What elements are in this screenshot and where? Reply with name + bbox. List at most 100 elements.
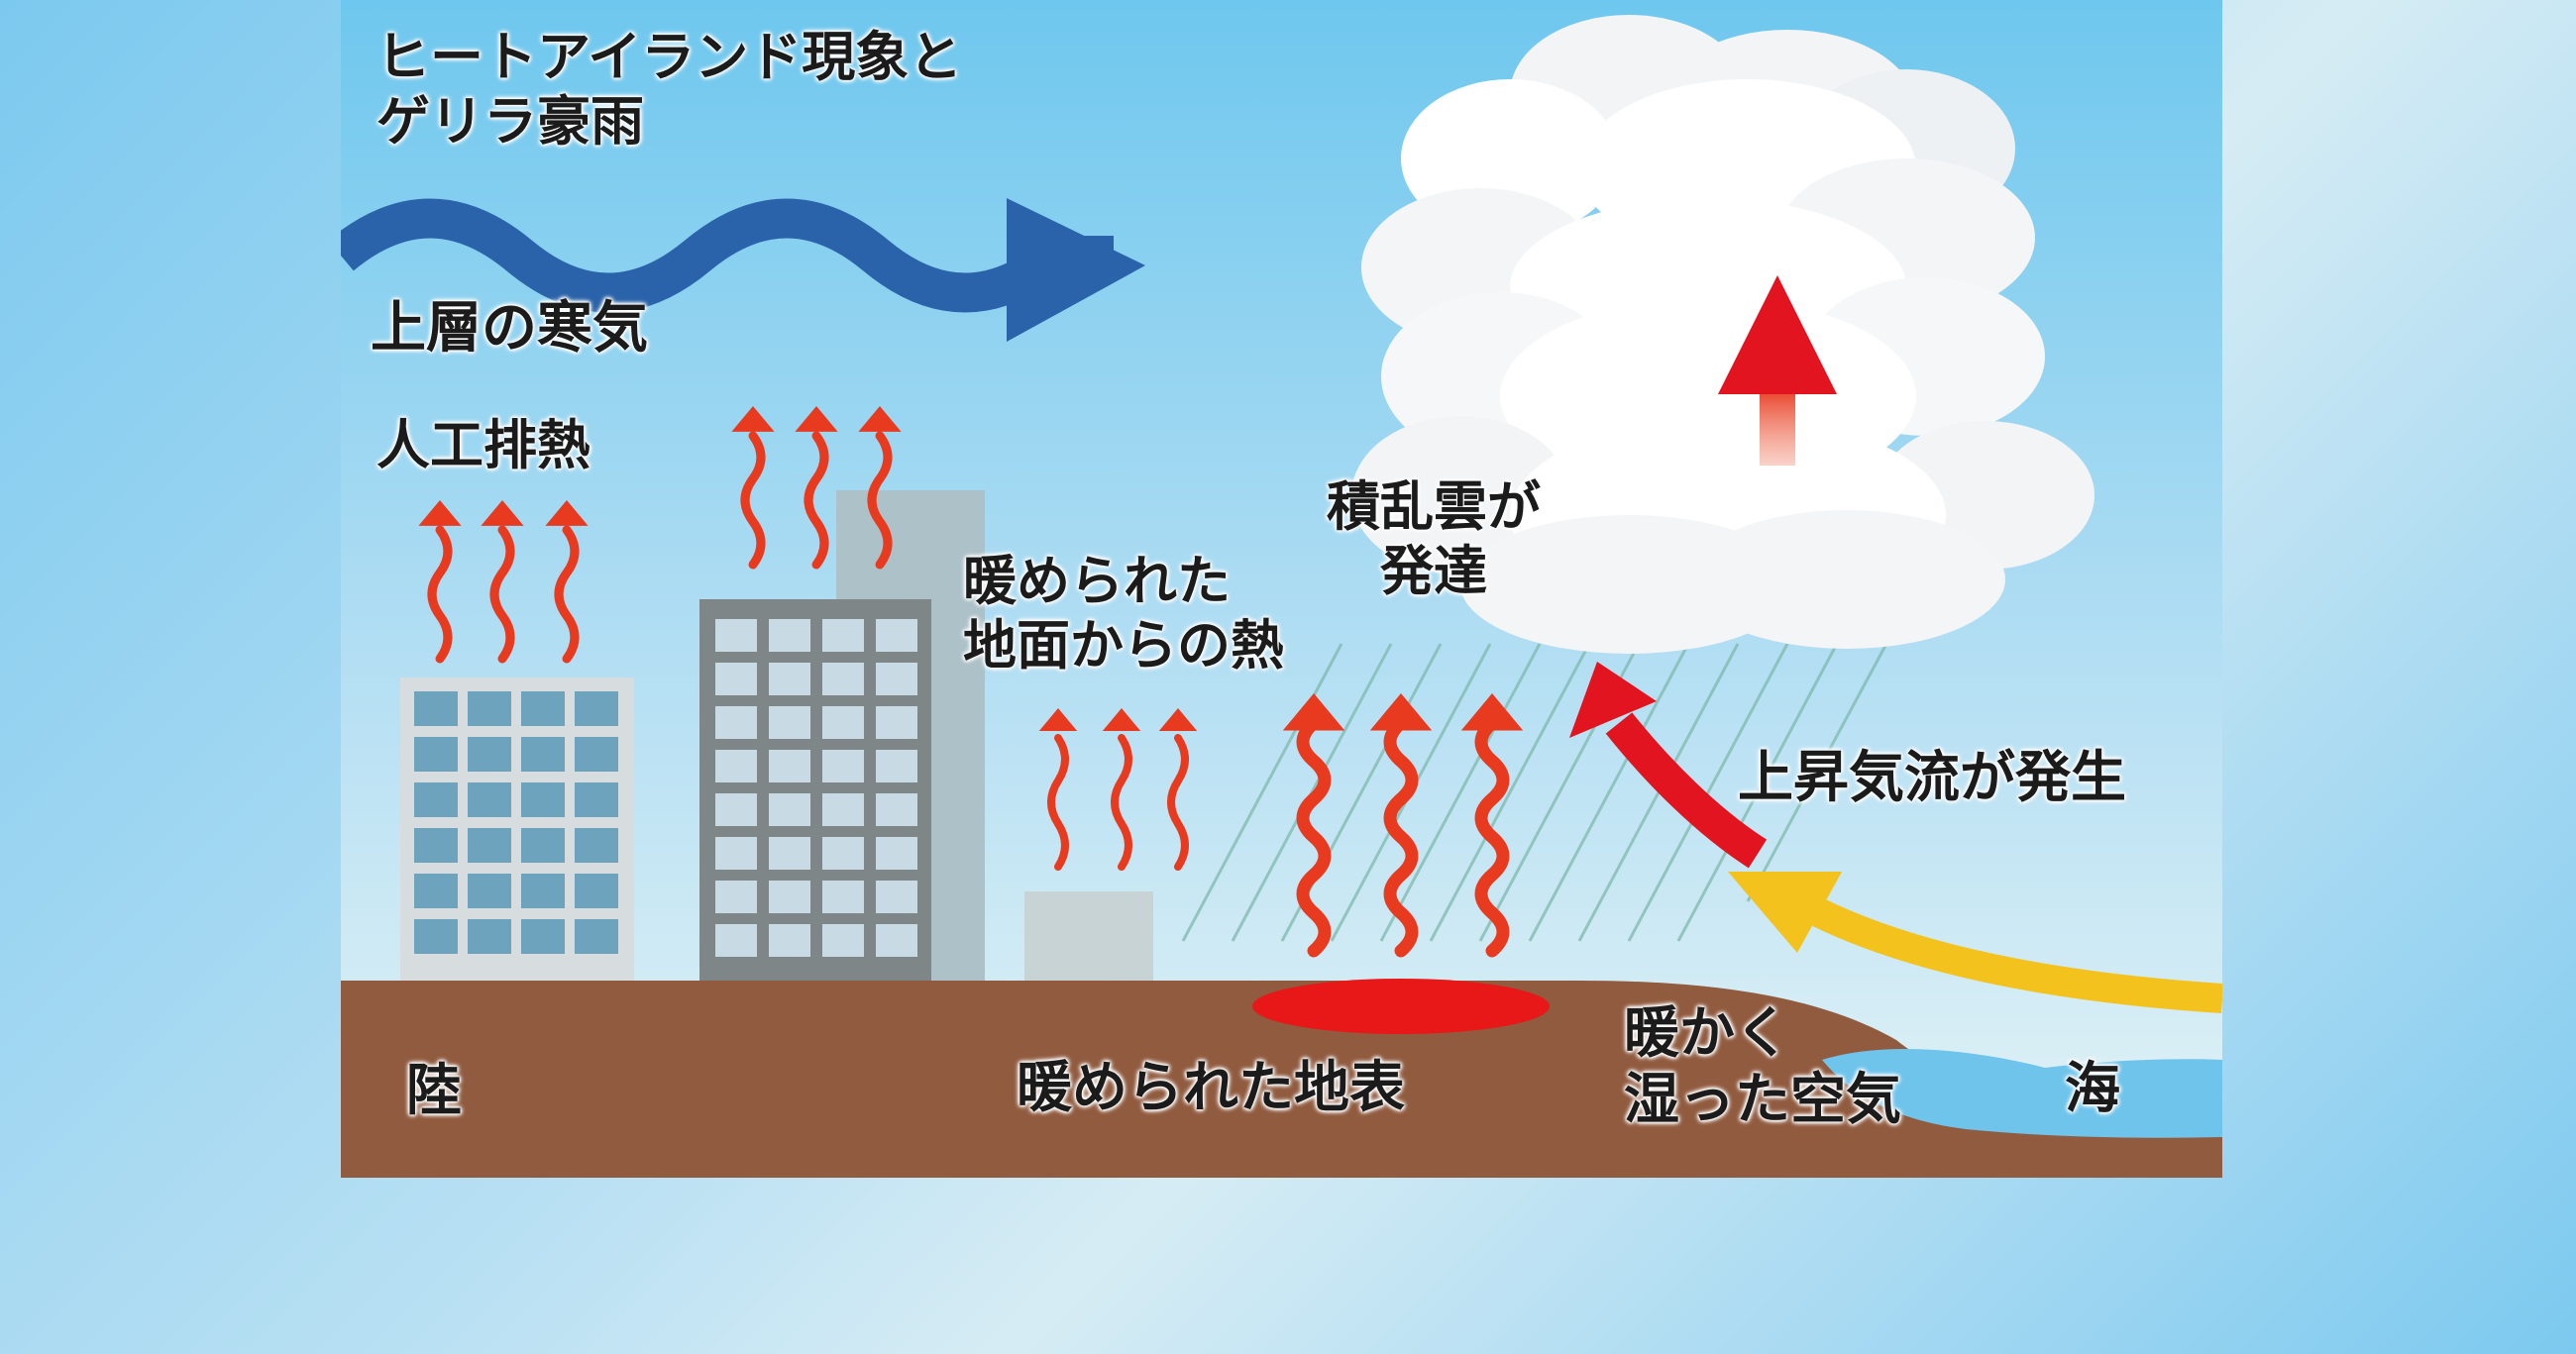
- building-window: [769, 793, 810, 826]
- label-warmed-surface: 暖められた地表: [1017, 1056, 1405, 1120]
- sea: [1822, 1048, 2222, 1138]
- building-window: [575, 782, 618, 817]
- heat-arrows: [418, 406, 1524, 958]
- building-window: [822, 619, 864, 652]
- heat-arrow-head: [795, 406, 838, 432]
- heat-wave-arrow-icon: [1474, 716, 1510, 958]
- building-window: [414, 874, 458, 908]
- label-updraft: 上昇気流が発生: [1738, 746, 2126, 810]
- humid-air-arrow-icon: [1728, 872, 2222, 1013]
- building-window: [715, 793, 757, 826]
- building-window: [822, 793, 864, 826]
- building-window: [876, 619, 917, 652]
- building-window: [575, 828, 618, 863]
- page-title-line2: ゲリラ豪雨: [376, 89, 644, 153]
- ground: [341, 981, 2222, 1178]
- heat-arrow-head: [1038, 708, 1078, 732]
- diagram-panel: ヒートアイランド現象と ゲリラ豪雨 上層の寒気 人工排熱 暖められた 地面からの…: [341, 0, 2222, 1178]
- building-window: [876, 663, 917, 695]
- building-window: [715, 663, 757, 695]
- building-window: [521, 919, 565, 954]
- building-window: [822, 706, 864, 739]
- building-window: [521, 782, 565, 817]
- building-window: [822, 881, 864, 913]
- building-window: [715, 837, 757, 870]
- heat-wave-arrow-icon: [427, 525, 453, 664]
- heat-wave-arrow-icon: [867, 431, 893, 570]
- heat-arrow-head: [731, 406, 775, 432]
- label-humid-air-line2: 湿った空気: [1624, 1068, 1901, 1133]
- label-cumulonimbus: 積乱雲が 発達: [1327, 475, 1541, 604]
- building-window: [769, 837, 810, 870]
- updraft-arrow-icon: [1569, 662, 1768, 869]
- heat-wave-arrow-icon: [804, 431, 829, 570]
- label-cumulonimbus-line2: 発達: [1380, 539, 1487, 602]
- heat-arrow-head: [545, 500, 589, 526]
- building-window: [521, 691, 565, 726]
- building-window: [822, 663, 864, 695]
- building-window: [521, 828, 565, 863]
- building-window: [468, 828, 511, 863]
- building-window: [769, 706, 810, 739]
- building-window: [769, 619, 810, 652]
- heat-wave-arrow-icon: [740, 431, 766, 570]
- label-humid-air: 暖かく 湿った空気: [1624, 1000, 1901, 1133]
- building-window: [876, 750, 917, 782]
- building-window: [468, 919, 511, 954]
- heat-wave-arrow-icon: [1296, 716, 1332, 958]
- building-window: [876, 881, 917, 913]
- building-window: [575, 874, 618, 908]
- heat-arrow-head: [1102, 708, 1141, 732]
- building-window: [468, 691, 511, 726]
- label-land: 陸: [406, 1059, 462, 1123]
- wave-arrow-icon: [341, 198, 1145, 342]
- building-window: [822, 924, 864, 957]
- heat-arrow-head: [418, 500, 462, 526]
- building-window: [876, 706, 917, 739]
- building-window: [414, 919, 458, 954]
- heat-arrow-head: [858, 406, 902, 432]
- building-window: [414, 737, 458, 772]
- heat-wave-arrow-icon: [1047, 734, 1069, 871]
- cloud-icon: [1351, 15, 2094, 654]
- building-window: [822, 837, 864, 870]
- building-window: [468, 874, 511, 908]
- building-window: [414, 828, 458, 863]
- diagram-scene: [341, 0, 2222, 1178]
- page-title-line1: ヒートアイランド現象と: [376, 26, 963, 88]
- building-window: [521, 737, 565, 772]
- building-icon: [699, 599, 931, 981]
- building-window: [468, 782, 511, 817]
- building-window: [575, 919, 618, 954]
- heat-arrow-head: [1369, 693, 1433, 731]
- label-artificial-heat: 人工排熱: [376, 414, 590, 476]
- building-window: [468, 737, 511, 772]
- heat-arrow-head: [1158, 708, 1198, 732]
- heat-arrow-head: [481, 500, 524, 526]
- label-upper-cold-air: 上層の寒気: [371, 296, 648, 361]
- building-window: [769, 881, 810, 913]
- label-humid-air-line1: 暖かく: [1624, 1001, 1790, 1066]
- building-window: [715, 924, 757, 957]
- label-sea: 海: [2065, 1057, 2120, 1121]
- heat-arrow-head: [1460, 693, 1524, 731]
- building-window: [575, 691, 618, 726]
- building-window: [521, 874, 565, 908]
- building-window: [876, 924, 917, 957]
- label-ground-heat: 暖められた 地面からの熱: [963, 550, 1284, 678]
- background-building: [1024, 891, 1153, 981]
- heat-wave-arrow-icon: [1111, 734, 1132, 871]
- building-window: [414, 691, 458, 726]
- building-window: [769, 663, 810, 695]
- building-window: [876, 793, 917, 826]
- building-window: [769, 924, 810, 957]
- building-window: [769, 750, 810, 782]
- heat-wave-arrow-icon: [1383, 716, 1419, 958]
- page-title: ヒートアイランド現象と ゲリラ豪雨: [376, 26, 962, 155]
- building-window: [822, 750, 864, 782]
- building-window: [715, 706, 757, 739]
- label-ground-heat-line1: 暖められた: [963, 550, 1231, 612]
- heat-wave-arrow-icon: [554, 525, 580, 664]
- label-cumulonimbus-line1: 積乱雲が: [1327, 475, 1541, 538]
- building-window: [715, 750, 757, 782]
